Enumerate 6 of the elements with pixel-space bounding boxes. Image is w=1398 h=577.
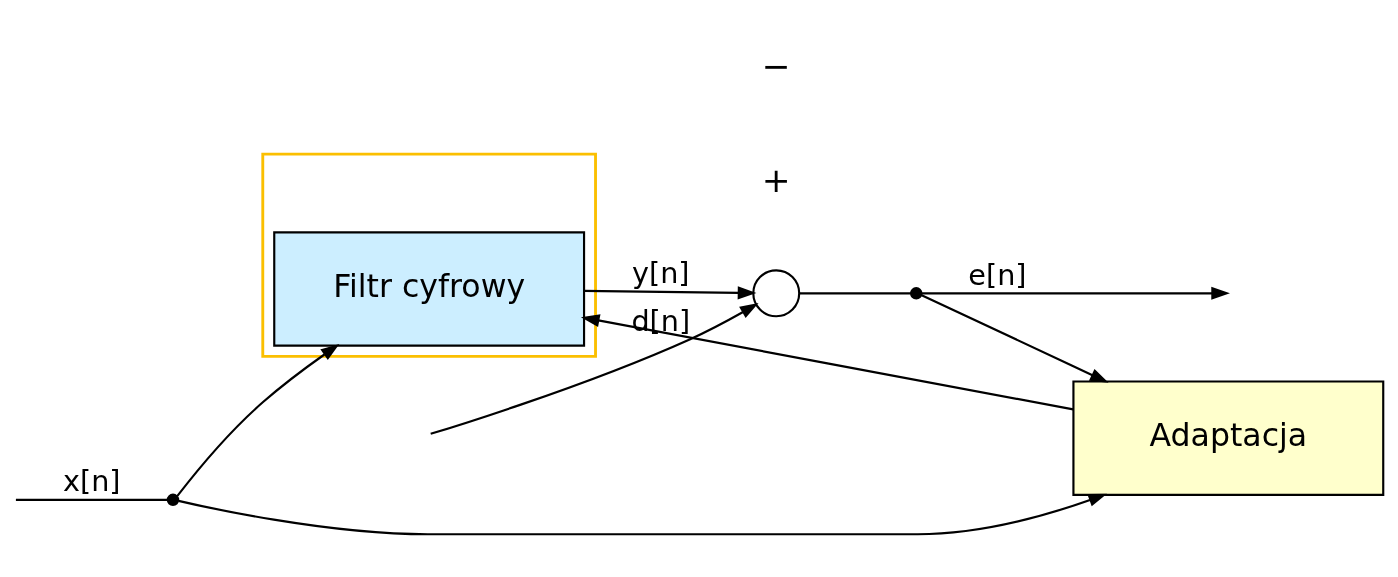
- edge-label: x[n]: [63, 463, 121, 498]
- edge-label: y[n]: [632, 255, 690, 290]
- label: +: [761, 159, 791, 200]
- edge-label: d[n]: [631, 303, 691, 338]
- label: −: [761, 45, 791, 86]
- edge-label: e[n]: [968, 257, 1027, 292]
